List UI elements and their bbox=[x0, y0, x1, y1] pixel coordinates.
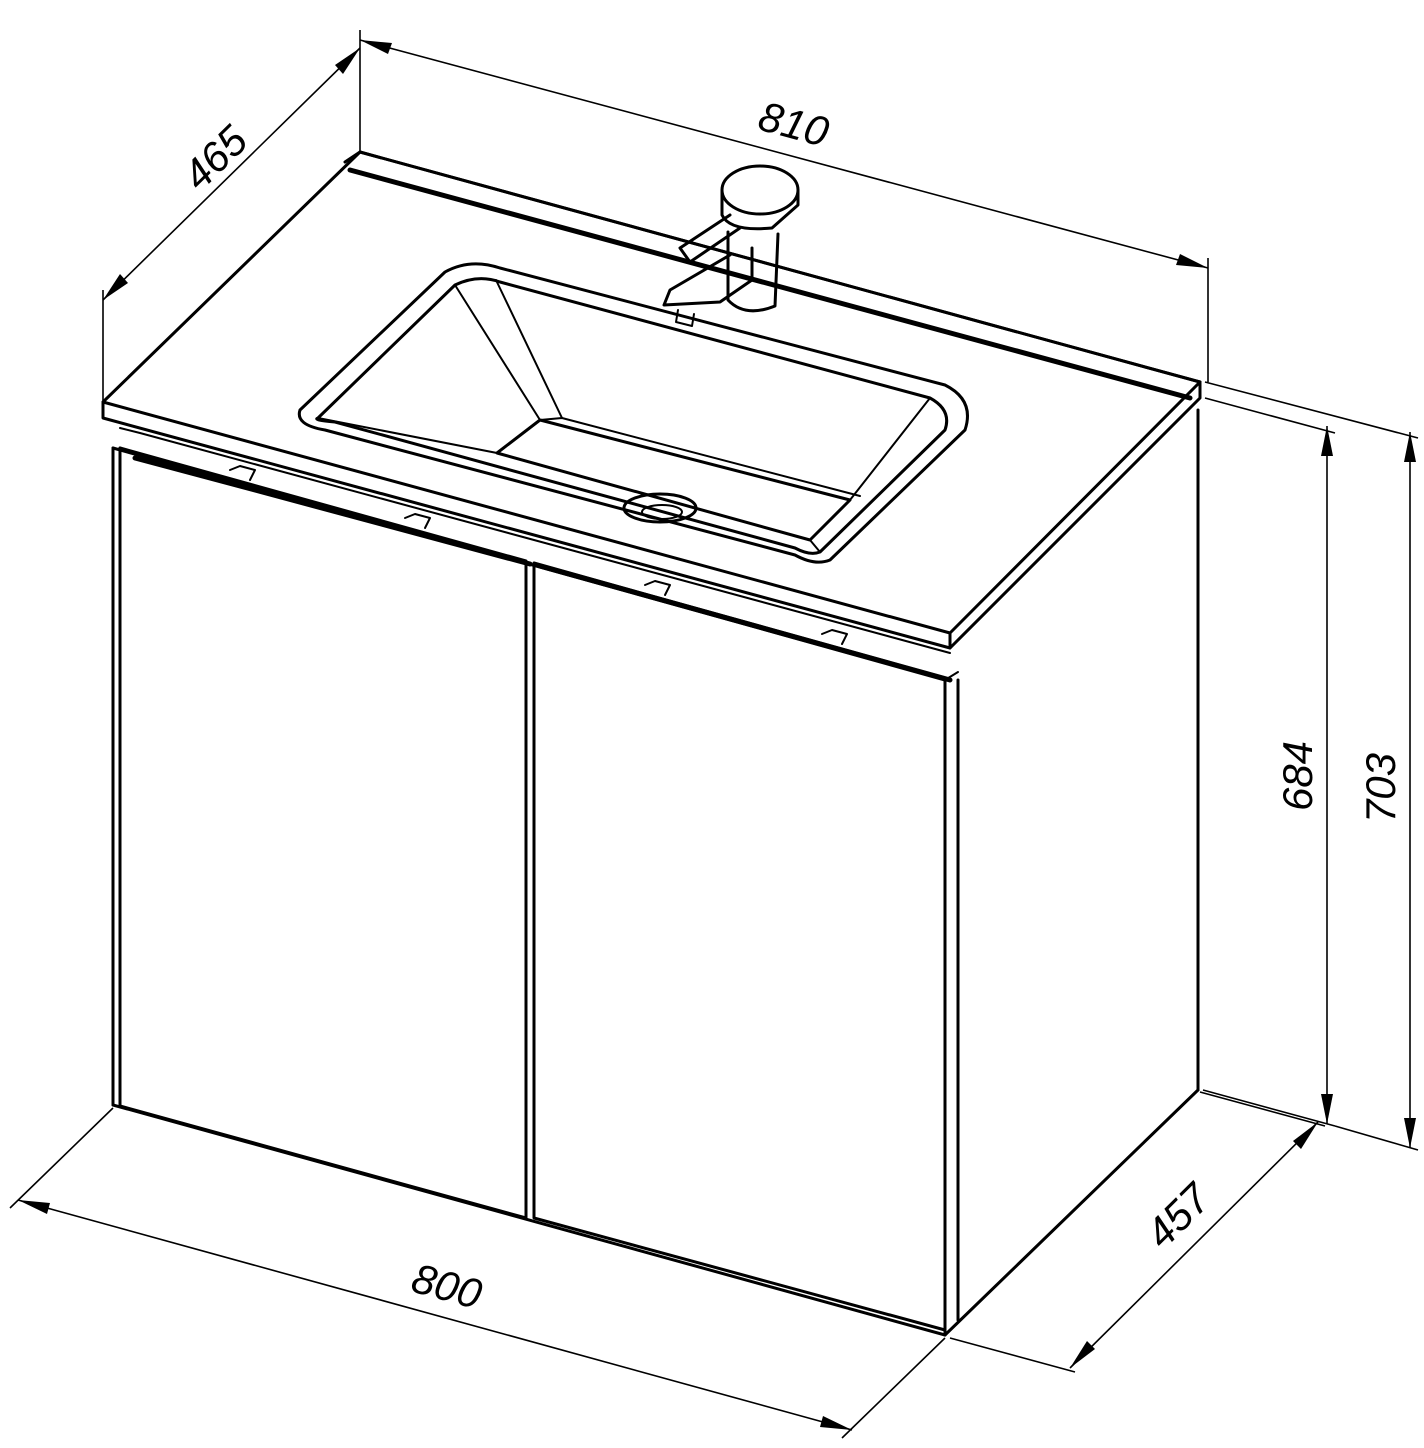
dimension-cabinet-height: 684 bbox=[1202, 397, 1336, 1127]
label-703: 703 bbox=[1357, 753, 1404, 823]
label-800: 800 bbox=[407, 1254, 488, 1318]
dimension-total-height: 703 bbox=[1204, 381, 1419, 1151]
label-465: 465 bbox=[173, 116, 256, 199]
faucet bbox=[662, 164, 800, 327]
basin bbox=[297, 262, 969, 564]
door-right bbox=[532, 561, 953, 1332]
label-810: 810 bbox=[754, 92, 835, 156]
dimension-countertop-depth: 465 bbox=[102, 47, 361, 402]
label-457: 457 bbox=[1136, 1173, 1220, 1257]
countertop bbox=[101, 150, 1202, 654]
door-left bbox=[118, 446, 533, 1220]
dimension-cabinet-depth: 457 bbox=[949, 1091, 1326, 1373]
label-684: 684 bbox=[1274, 741, 1321, 811]
dimension-cabinet-width: 800 bbox=[9, 1107, 946, 1439]
